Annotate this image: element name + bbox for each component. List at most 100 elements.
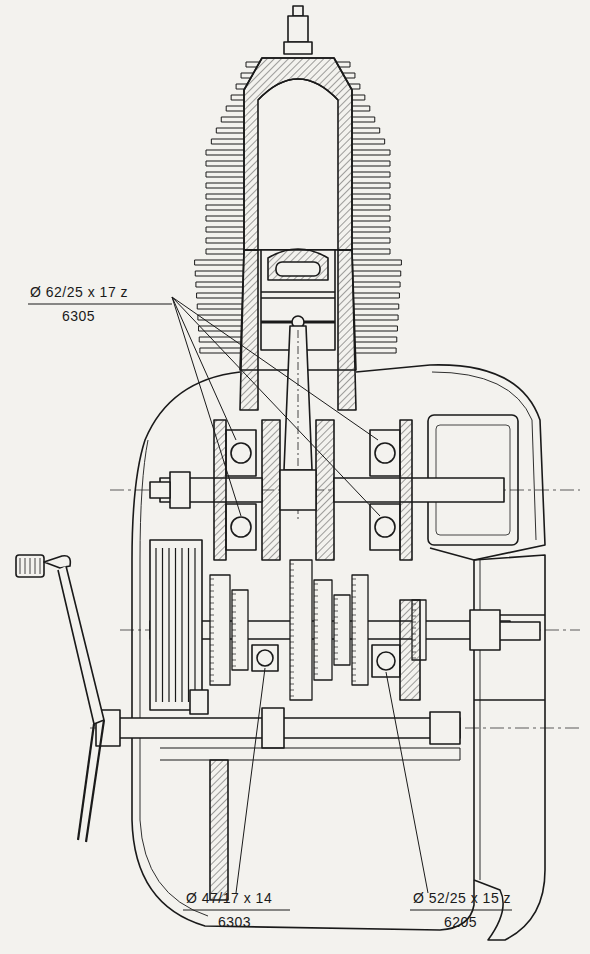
- gear-tooth: [314, 674, 318, 675]
- gear-tooth: [314, 626, 318, 627]
- bearing-dimension: Ø 47/17 x 14: [186, 890, 272, 906]
- gear-tooth: [352, 675, 356, 676]
- gear-tooth: [232, 624, 236, 625]
- cylinder-head: [244, 58, 352, 250]
- gear-tooth: [314, 656, 318, 657]
- kickstart-lever: [16, 555, 104, 842]
- clutch-plate: [188, 548, 189, 702]
- gear-tooth: [352, 645, 356, 646]
- gear-tooth: [290, 594, 294, 595]
- gear-tooth: [334, 611, 338, 612]
- gear-tooth: [232, 666, 236, 667]
- gear: [334, 595, 350, 665]
- crank-web: [316, 420, 334, 560]
- gear-tooth: [232, 660, 236, 661]
- gear-tooth: [210, 603, 214, 604]
- gear-tooth: [290, 696, 294, 697]
- gear-tooth: [352, 603, 356, 604]
- gear-tooth: [314, 608, 318, 609]
- clutch-plate: [194, 548, 195, 702]
- gear-tooth: [290, 624, 294, 625]
- gear: [210, 575, 230, 685]
- gear-tooth: [290, 588, 294, 589]
- crankcase-housing: [132, 372, 474, 930]
- gear-tooth: [210, 645, 214, 646]
- gear-tooth: [352, 639, 356, 640]
- gear-tooth: [290, 630, 294, 631]
- gear-tooth: [210, 585, 214, 586]
- gear-tooth: [352, 669, 356, 670]
- gear-tooth: [352, 609, 356, 610]
- clutch-plate: [181, 548, 182, 702]
- gear: [290, 560, 312, 700]
- gear-tooth: [290, 684, 294, 685]
- gear-tooth: [334, 623, 338, 624]
- gear-tooth: [334, 629, 338, 630]
- gear-tooth: [314, 638, 318, 639]
- gear-tooth: [232, 600, 236, 601]
- bearing-number: 6205: [444, 914, 477, 930]
- gear-tooth: [352, 621, 356, 622]
- gear-tooth: [334, 617, 338, 618]
- leader-lines: [28, 297, 512, 910]
- gear-tooth: [352, 627, 356, 628]
- gear-tooth: [334, 647, 338, 648]
- gear-tooth: [210, 615, 214, 616]
- gear-tooth: [210, 681, 214, 682]
- gear-tooth: [290, 636, 294, 637]
- gear-set: [210, 560, 426, 700]
- gear-tooth: [290, 612, 294, 613]
- gear-tooth: [352, 591, 356, 592]
- gear-tooth: [334, 653, 338, 654]
- gear-tooth: [314, 620, 318, 621]
- gear-tooth: [232, 594, 236, 595]
- gear-tooth: [314, 644, 318, 645]
- gear-tooth: [210, 627, 214, 628]
- spark-plug: [284, 6, 312, 54]
- gear-tooth: [210, 675, 214, 676]
- gear-tooth: [314, 668, 318, 669]
- gear-tooth: [210, 597, 214, 598]
- gear-tooth: [290, 690, 294, 691]
- bearing-number: 6305: [62, 308, 95, 324]
- gear-tooth: [352, 663, 356, 664]
- gear-tooth: [210, 579, 214, 580]
- gear-tooth: [290, 648, 294, 649]
- gear-tooth: [352, 633, 356, 634]
- gear: [232, 590, 248, 670]
- gear-tooth: [232, 606, 236, 607]
- gear-selector: [470, 610, 540, 650]
- gear-tooth: [352, 585, 356, 586]
- gear-tooth: [290, 678, 294, 679]
- gear-tooth: [210, 633, 214, 634]
- gear-tooth: [290, 618, 294, 619]
- gear-tooth: [232, 642, 236, 643]
- gear-tooth: [352, 681, 356, 682]
- gear-tooth: [290, 564, 294, 565]
- gear-tooth: [352, 597, 356, 598]
- gear-tooth: [334, 605, 338, 606]
- clutch-plate: [168, 548, 169, 702]
- gear-tooth: [314, 614, 318, 615]
- gear-tooth: [352, 615, 356, 616]
- gear-tooth: [290, 576, 294, 577]
- gear-tooth: [352, 657, 356, 658]
- gear-tooth: [290, 654, 294, 655]
- gear-tooth: [314, 650, 318, 651]
- gear: [314, 580, 332, 680]
- gear-tooth: [232, 618, 236, 619]
- gear-tooth: [334, 635, 338, 636]
- gear-tooth: [232, 630, 236, 631]
- gear-tooth: [290, 672, 294, 673]
- gear-tooth: [232, 648, 236, 649]
- gear-tooth: [352, 651, 356, 652]
- magneto-cover: [356, 365, 545, 560]
- gear-tooth: [290, 642, 294, 643]
- bearing-dimension: Ø 62/25 x 17 z: [30, 284, 128, 300]
- gear-tooth: [210, 639, 214, 640]
- gear-tooth: [314, 584, 318, 585]
- gear: [352, 575, 368, 685]
- gear-tooth: [290, 570, 294, 571]
- gear-tooth: [334, 659, 338, 660]
